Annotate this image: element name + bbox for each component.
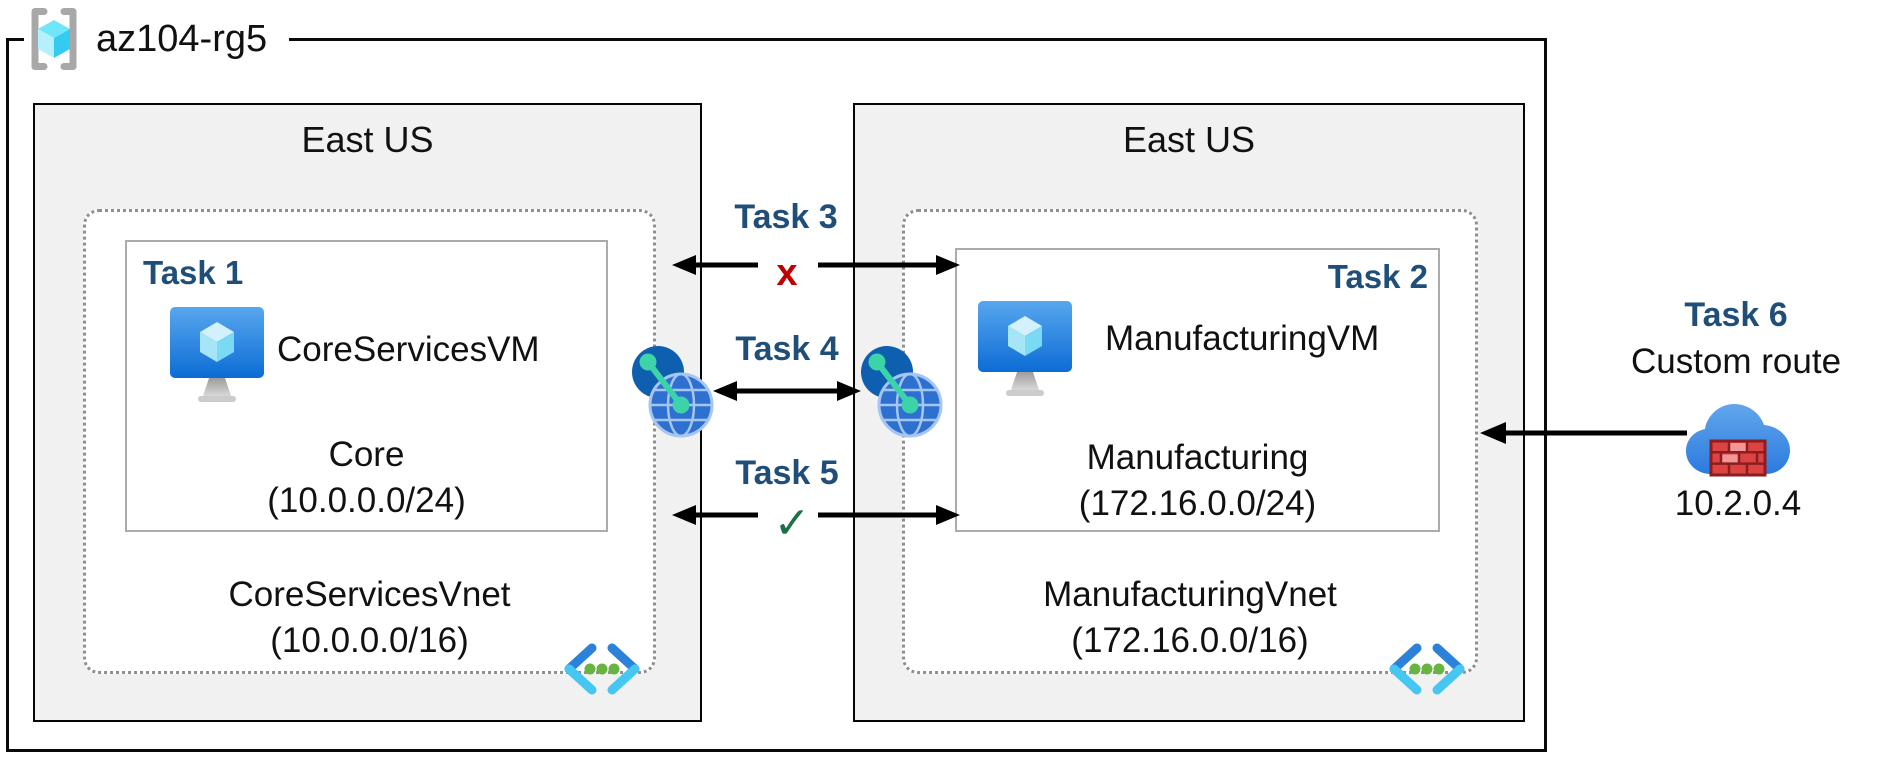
region-title: East US (1122, 119, 1256, 160)
subnet-name: Manufacturing (1086, 438, 1309, 477)
virtual-machine-icon (978, 301, 1072, 396)
vnet-name: ManufacturingVnet (1043, 575, 1337, 614)
vm-name: CoreServicesVM (277, 330, 540, 369)
region-east-us-left: East US Task 1 CoreServicesVM Core (10.0… (33, 103, 702, 722)
vnet-name-block: CoreServicesVnet (10.0.0.0/16) (86, 572, 653, 664)
subnet-name: Core (328, 435, 405, 474)
subnet-cidr: (10.0.0.0/24) (267, 481, 466, 520)
resource-group-name: az104-rg5 (96, 17, 268, 60)
region-title: East US (301, 119, 434, 160)
region-east-us-right: East US Task 2 ManufacturingVM Manufactu… (853, 103, 1525, 722)
vnet-peering-icon-left (632, 346, 714, 438)
vnet-name: CoreServicesVnet (228, 575, 511, 614)
virtual-machine-icon (170, 307, 264, 402)
task2-label: Task 2 (1327, 258, 1428, 295)
task4-arrow (713, 381, 861, 401)
task3-blocked-marker: x (776, 252, 798, 294)
task5-label: Task 5 (735, 454, 839, 492)
subnet-box-core: Task 1 CoreServicesVM Core (10.0.0.0/24) (125, 240, 608, 532)
subnet-box-manufacturing: Task 2 ManufacturingVM Manufacturing (17… (955, 248, 1440, 532)
task3-arrow (672, 255, 960, 275)
subnet-name-block: Manufacturing (172.16.0.0/24) (957, 435, 1438, 527)
virtual-network-icon (1389, 643, 1465, 695)
custom-route-ip: 10.2.0.4 (1674, 484, 1802, 523)
task5-arrow (672, 505, 960, 525)
vnet-peering-icon-right (861, 346, 943, 438)
vnet-box-manufacturingvnet: Task 2 ManufacturingVM Manufacturing (17… (902, 209, 1478, 695)
vnet-cidr: (10.0.0.0/16) (270, 621, 469, 660)
vm-name: ManufacturingVM (1105, 319, 1380, 358)
resource-group-icon (31, 8, 77, 70)
subnet-name-block: Core (10.0.0.0/24) (127, 432, 606, 524)
task1-label: Task 1 (143, 254, 244, 291)
vnet-cidr: (172.16.0.0/16) (1071, 621, 1309, 660)
virtual-network-icon (564, 643, 640, 695)
subnet-cidr: (172.16.0.0/24) (1078, 484, 1317, 523)
custom-route-label: Custom route (1630, 342, 1842, 381)
task5-check-marker: ✓ (773, 499, 811, 548)
vnet-box-coreservicesvnet: Task 1 CoreServicesVM Core (10.0.0.0/24)… (83, 209, 656, 695)
task6-label: Task 6 (1684, 296, 1788, 334)
cloud-firewall-icon (1686, 404, 1790, 477)
task6-arrow (1480, 422, 1687, 444)
task3-label: Task 3 (734, 198, 838, 236)
task4-label: Task 4 (735, 330, 839, 368)
resource-group-label: az104-rg5 (24, 0, 290, 78)
vnet-name-block: ManufacturingVnet (172.16.0.0/16) (905, 572, 1475, 664)
